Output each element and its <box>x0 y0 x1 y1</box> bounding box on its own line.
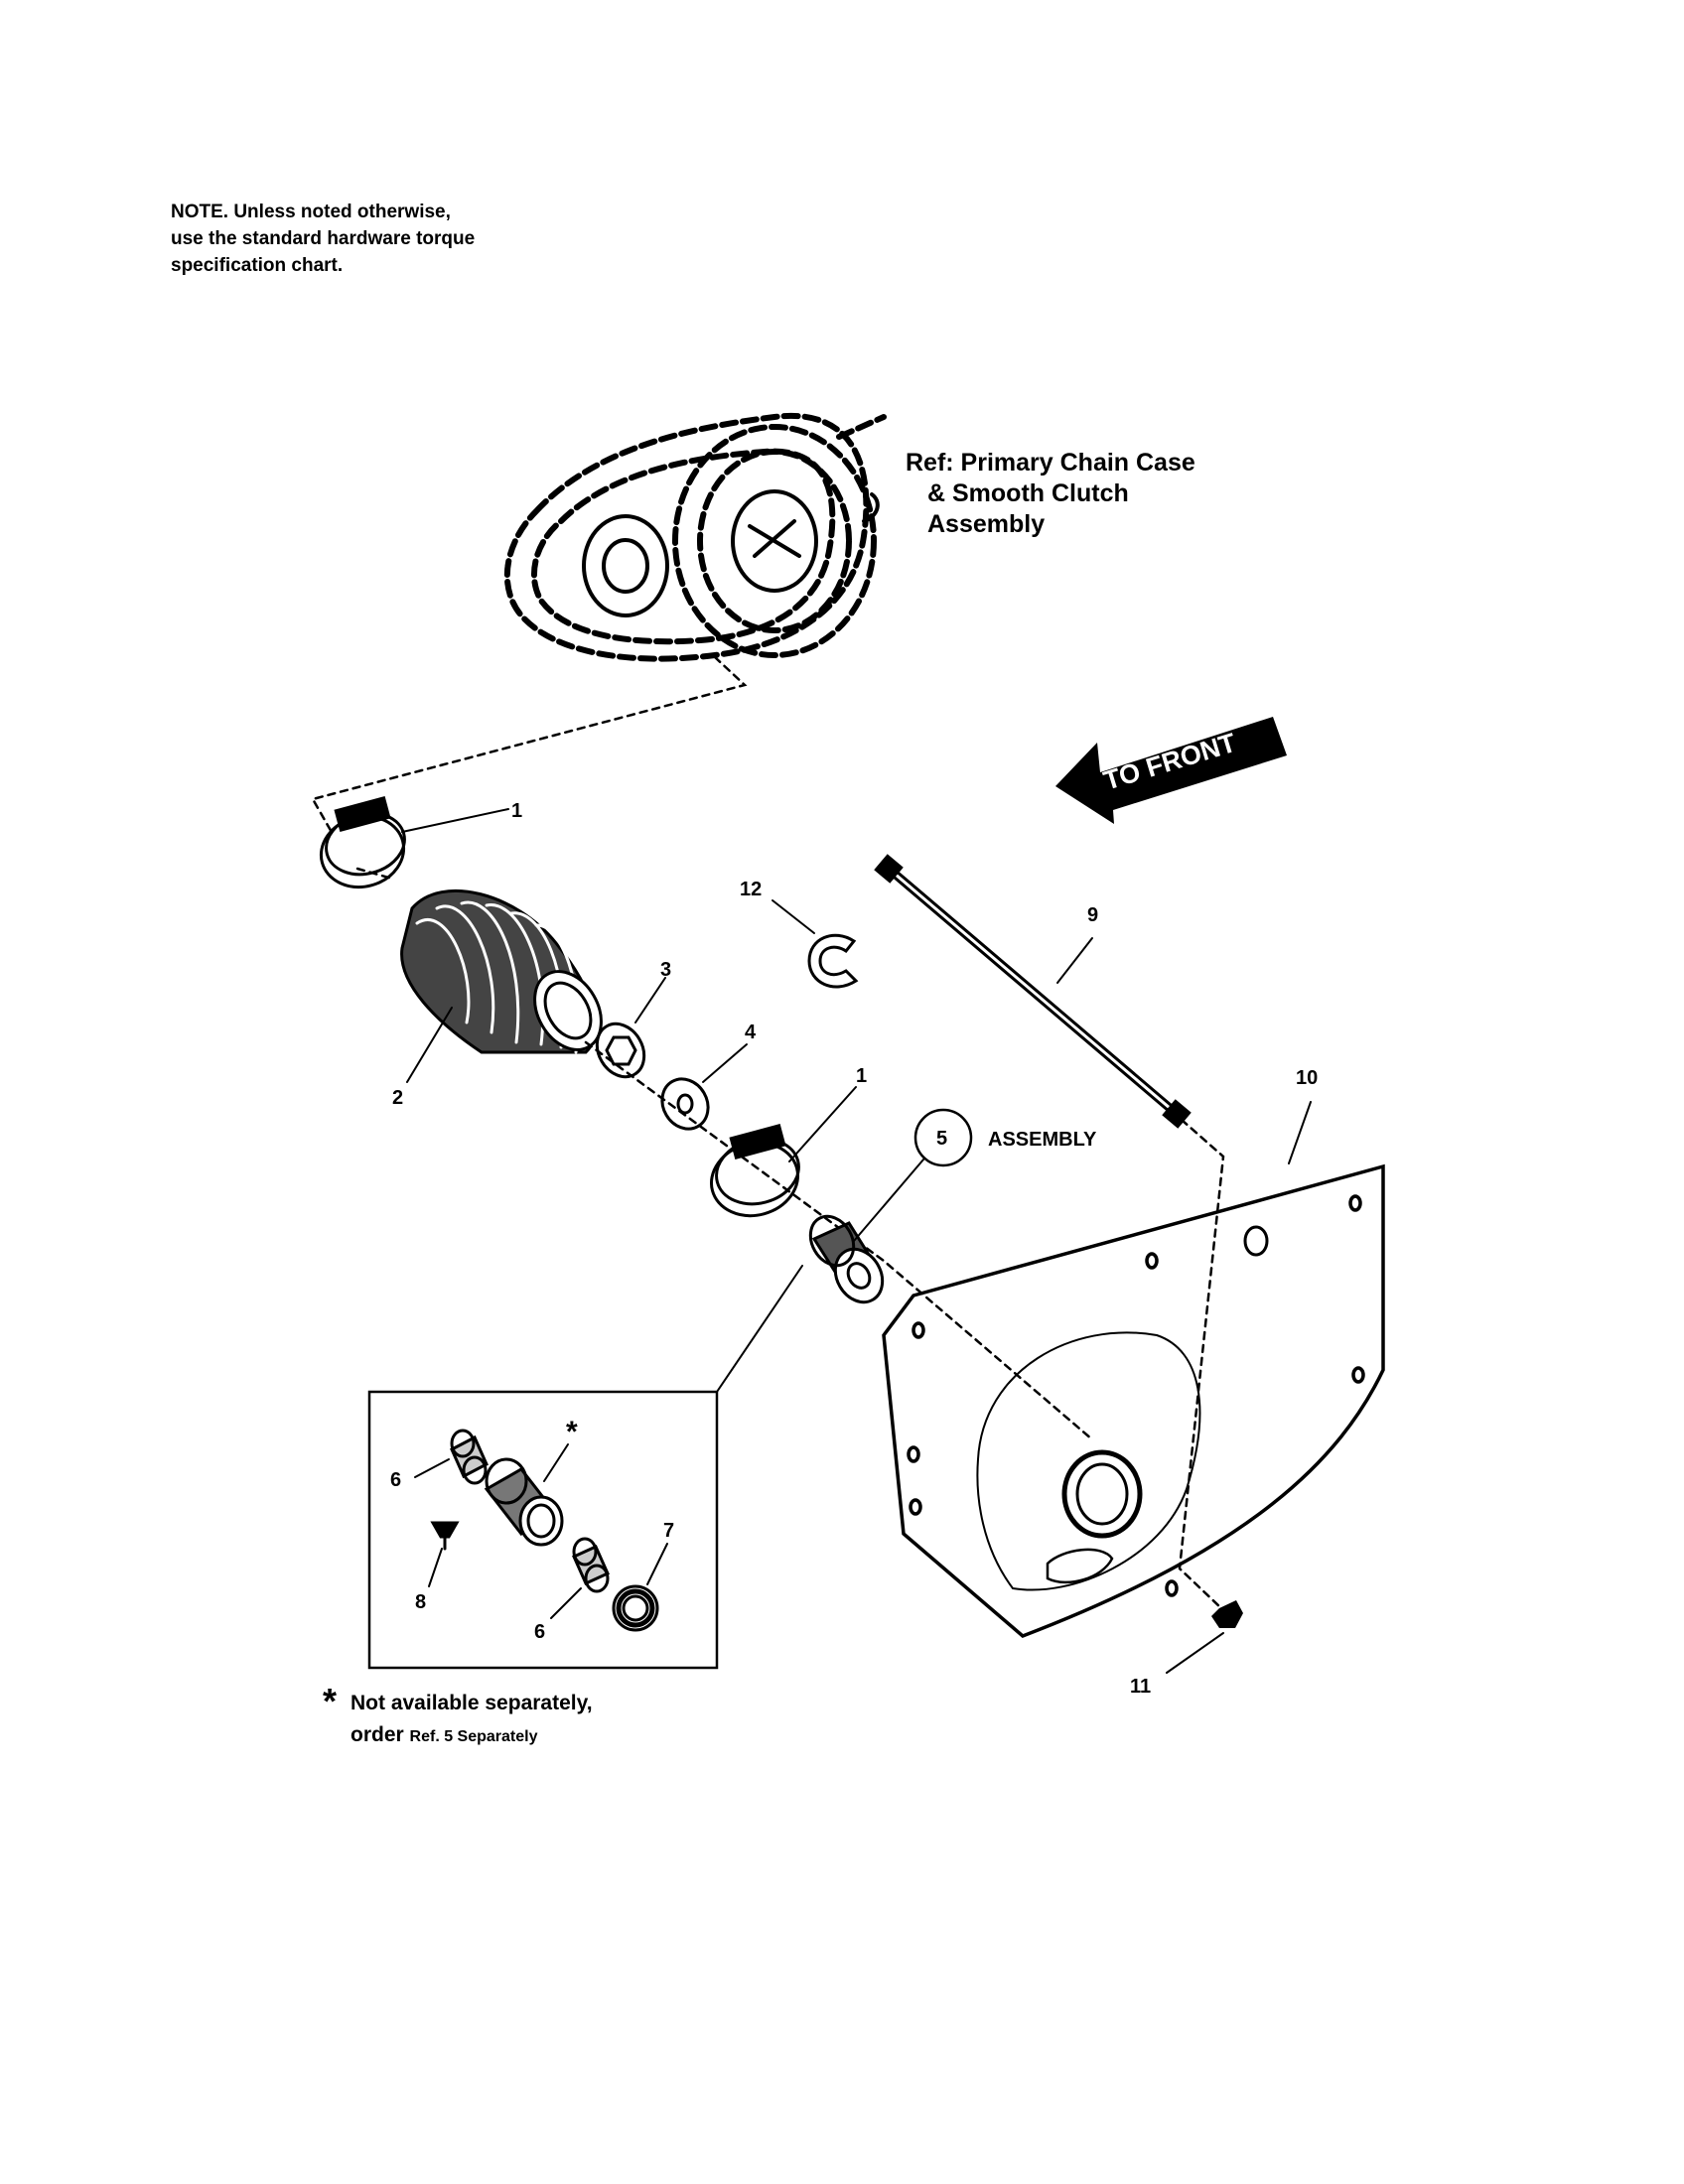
callout-leader-1-lower <box>788 1086 857 1162</box>
inset-leader-line <box>716 1265 803 1393</box>
callout-5-circle <box>913 1108 973 1167</box>
bushing-upper-icon <box>450 1429 489 1485</box>
rod-to-plate-axis <box>1178 1118 1225 1610</box>
footnote-line-1: Not available separately, <box>351 1692 593 1714</box>
snap-ring-icon <box>807 933 859 989</box>
callout-leader-1-upper <box>401 808 509 833</box>
footnote-order: order <box>351 1723 404 1746</box>
to-front-arrow <box>1055 717 1287 824</box>
side-plate-icon <box>882 1163 1385 1639</box>
callout-5-assembly: ASSEMBLY <box>988 1129 1097 1151</box>
callout-4: 4 <box>745 1022 757 1043</box>
callout-leader-8 <box>428 1548 443 1587</box>
note-line-3: specification chart. <box>171 255 344 276</box>
callout-6-upper: 6 <box>390 1469 401 1491</box>
callout-leader-11 <box>1166 1632 1224 1674</box>
callout-leader-5 <box>853 1159 924 1242</box>
callout-leader-6-lower <box>550 1587 582 1619</box>
note-line-1: NOTE. Unless noted otherwise, <box>171 202 451 222</box>
hex-washer-icon <box>595 1022 646 1079</box>
note-line-2: use the standard hardware torque <box>171 228 476 249</box>
bushing-lower-icon <box>572 1537 610 1593</box>
callout-11: 11 <box>1130 1676 1151 1698</box>
flat-washer-icon <box>660 1077 710 1131</box>
reference-label: Ref: Primary Chain Case & Smooth Clutch … <box>906 448 1195 540</box>
callout-8: 8 <box>415 1591 426 1613</box>
footnote-ref: Ref. 5 Separately <box>409 1728 538 1745</box>
seal-icon <box>612 1584 659 1632</box>
hose-clamp-lower-icon <box>709 1124 800 1218</box>
callout-6-lower: 6 <box>534 1621 545 1643</box>
reference-leader-line <box>311 655 748 836</box>
chain-case-reference-icon <box>503 412 887 662</box>
nut-icon <box>1211 1600 1243 1628</box>
bearing-housing-icon <box>484 1457 564 1547</box>
callout-leader-9 <box>1056 937 1093 984</box>
assembly-axis-line <box>355 867 1094 1441</box>
footnote-star: * <box>323 1681 338 1721</box>
hose-clamp-upper-icon <box>319 796 406 889</box>
callout-leader-6-upper <box>414 1458 450 1478</box>
callout-leader-3 <box>634 977 666 1024</box>
callout-5-number: 5 <box>936 1128 947 1150</box>
callout-leader-7 <box>646 1543 668 1585</box>
reference-line-3: Assembly <box>927 510 1046 538</box>
reference-line-2: & Smooth Clutch <box>927 479 1129 507</box>
rod-icon <box>874 854 1192 1129</box>
callout-9: 9 <box>1087 904 1098 926</box>
chain-case-hubs-icon <box>582 489 880 617</box>
callout-leader-4 <box>702 1043 748 1083</box>
callout-leader-2 <box>406 1007 453 1083</box>
callout-leader-10 <box>1288 1101 1312 1164</box>
callout-leader-star <box>543 1443 569 1482</box>
bearing-inset-box <box>367 1390 719 1670</box>
grease-fitting-icon <box>430 1521 460 1551</box>
callout-leader-12 <box>772 899 815 934</box>
callout-10: 10 <box>1296 1067 1318 1089</box>
callout-1-upper: 1 <box>511 800 522 822</box>
callout-3: 3 <box>660 959 671 981</box>
callout-1-lower: 1 <box>856 1065 867 1087</box>
callout-7: 7 <box>663 1520 674 1542</box>
callout-2: 2 <box>392 1087 403 1109</box>
callout-star: * <box>566 1416 578 1448</box>
callout-12: 12 <box>740 879 762 900</box>
torque-note: NOTE. Unless noted otherwise, use the st… <box>171 199 475 279</box>
reference-line-1: Ref: Primary Chain Case <box>906 449 1195 477</box>
bearing-assembly-icon <box>808 1214 885 1304</box>
footnote-line-2: order Ref. 5 Separately <box>351 1719 537 1753</box>
